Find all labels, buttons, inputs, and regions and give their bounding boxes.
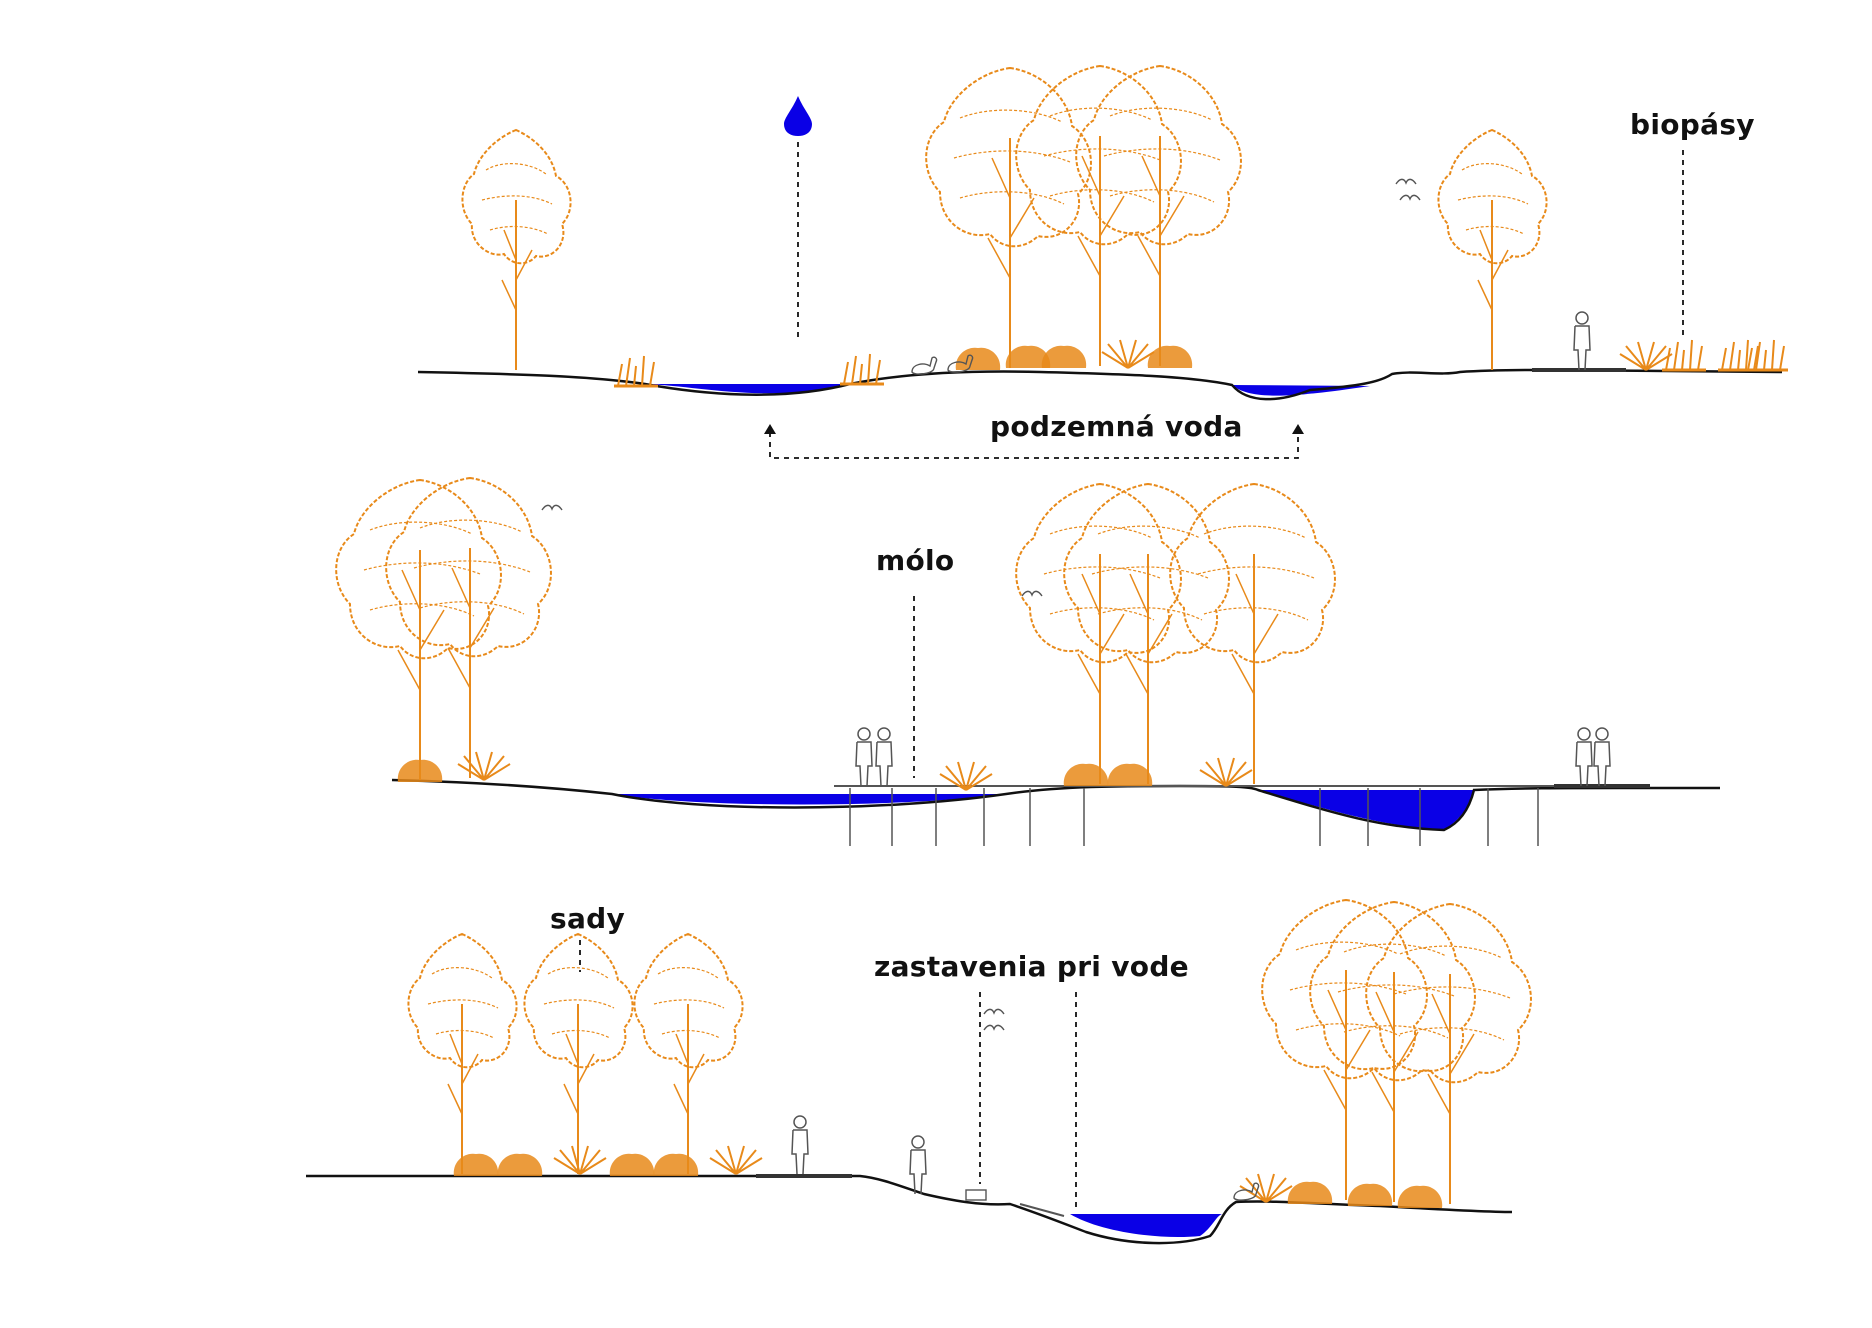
grass-icon [1660,338,1708,372]
water-drop-icon [784,96,812,136]
water-stop-bench [965,1189,987,1201]
person-icon [1573,311,1591,371]
bird-icon [1021,590,1043,597]
person-icon [875,727,893,787]
shrub-icon [453,1153,499,1176]
person-icon [909,1135,927,1195]
ground-line-2 [391,778,1720,832]
arrow-up-icon [764,424,776,434]
tree-icon [1063,483,1230,785]
shrub-icon [1101,339,1155,369]
grass-icon [1742,338,1790,372]
shrub-icon [1619,341,1673,371]
pond-water-south [1070,1214,1222,1238]
water-stop-boat [1019,1203,1065,1217]
tree-icon [335,479,502,781]
shrub-icon [1199,757,1253,787]
groundwater-label: podzemná voda [990,410,1243,443]
shrub-icon [1041,345,1087,368]
tree-icon [1437,129,1548,371]
section-1 [417,65,1790,459]
person-icon [1593,727,1611,787]
shrub-icon [1239,1173,1293,1203]
shrub-icon [1397,1185,1443,1208]
shrub-icon [497,1153,543,1176]
tree-icon [1015,65,1182,367]
tree-icon [1365,903,1532,1205]
duck-icon [1233,1182,1260,1201]
shrub-icon [397,759,443,782]
shrub-icon [609,1153,655,1176]
tree-icon [407,933,518,1175]
arrow-up-icon [1292,424,1304,434]
shrub-icon [1107,763,1153,786]
biopasy-label: biopásy [1630,108,1755,141]
tree-icon [1169,483,1336,785]
tree-icon [385,477,552,779]
ground-line-3 [306,1174,1513,1245]
orchards-label: sady [550,902,626,935]
grass-icon [1716,338,1764,372]
tree-icon [925,67,1092,369]
shrub-icon [457,751,511,781]
shrub-icon [955,347,1001,370]
bird-icon [541,504,563,511]
shrub-icon [553,1145,607,1175]
shrub-icon [1287,1181,1333,1204]
pier-label: mólo [876,544,955,577]
grass-icon [838,352,886,386]
pond-water-mid [612,794,1006,805]
tree-icon [1261,899,1428,1201]
bird-icon [983,1008,1005,1015]
shrub-icon [1347,1183,1393,1206]
bird-icon [1399,194,1421,201]
person-icon [791,1115,809,1175]
groundwater-bracket [769,432,1299,459]
shrub-icon [1063,763,1109,786]
pond-water-left [645,384,850,394]
tree-icon [523,933,634,1175]
bird-icon [1395,178,1417,185]
pier-piles [849,788,1539,846]
shrub-icon [1147,345,1193,368]
person-icon [1575,727,1593,787]
section-3 [306,899,1532,1245]
section-2 [335,477,1720,846]
person-icon [855,727,873,787]
water-stops-label: zastavenia pri vode [874,950,1189,983]
ground-line-1 [417,368,1783,401]
tree-icon [461,129,572,371]
duck-icon [911,356,938,375]
pond-water-east [1258,790,1474,830]
tree-icon [1015,483,1182,785]
tree-icon [633,933,744,1175]
bird-icon [983,1024,1005,1031]
shrub-icon [709,1145,763,1175]
shrub-icon [653,1153,699,1176]
